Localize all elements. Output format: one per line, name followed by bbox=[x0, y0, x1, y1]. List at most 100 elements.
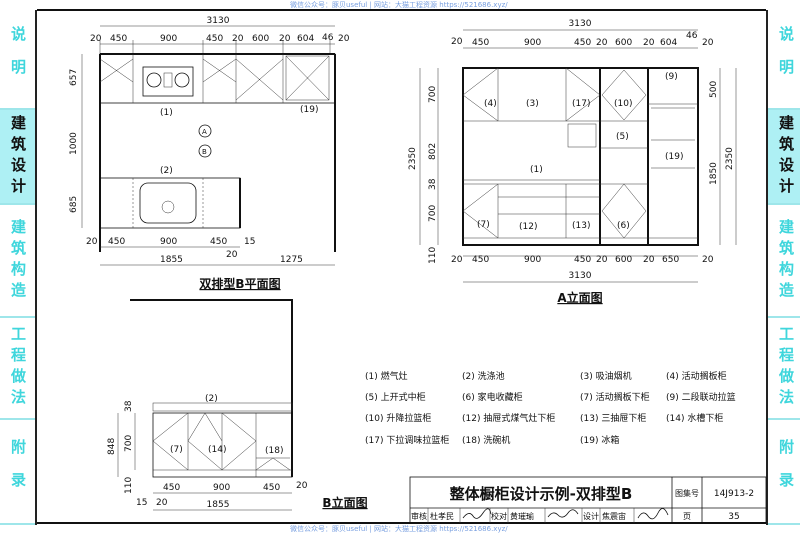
drawing-label: 20 bbox=[90, 34, 102, 44]
watermark-top: 微信公众号：豚贝useful | 网站：大猫工程资源 https://52168… bbox=[290, 1, 508, 9]
drawing-label: 1275 bbox=[280, 255, 303, 265]
tab-jianzhu-gouzao[interactable]: 建筑构造 bbox=[0, 205, 35, 318]
drawing-label: B bbox=[202, 148, 207, 156]
drawing-label: (6) bbox=[617, 221, 630, 231]
plan-label-1: (1) bbox=[160, 108, 173, 118]
drawing-label: 焦震宙 bbox=[602, 511, 626, 521]
drawing-label: 20 bbox=[451, 37, 463, 47]
drawing-label: 600 bbox=[615, 255, 632, 265]
drawing-label: 2350 bbox=[725, 147, 735, 170]
drawing-label: 1855 bbox=[207, 500, 230, 510]
tab-label: 建筑构造 bbox=[9, 218, 27, 303]
drawing-label: 802 bbox=[428, 143, 438, 160]
drawing-label: 1000 bbox=[69, 132, 79, 155]
drawing-label: 设计 bbox=[583, 511, 599, 521]
plan-view: 3130 20 450 900 450 20 600 20 604 46 20 bbox=[69, 16, 350, 291]
tab-label: 建筑设计 bbox=[9, 114, 27, 199]
drawing-label: 黄璀瑜 bbox=[510, 511, 534, 521]
drawing-label: (3) bbox=[526, 99, 539, 109]
tab-shuoming-right[interactable]: 说明 bbox=[768, 10, 800, 110]
title-block: 整体橱柜设计示例-双排型B 图集号 14J913-2 页 35 审核 杜孝民 校… bbox=[409, 476, 767, 524]
tab-fulu-right[interactable]: 附录 bbox=[768, 420, 800, 525]
plan-top-dims: 20 450 900 450 20 600 20 604 46 20 bbox=[90, 33, 350, 44]
tab-label: 附录 bbox=[9, 438, 27, 505]
drawing-label: (10) bbox=[614, 99, 632, 109]
drawing-label: 685 bbox=[69, 196, 79, 213]
drawing-label: 20 bbox=[643, 38, 655, 48]
drawing-label: (12) bbox=[519, 222, 537, 232]
drawing-label: 900 bbox=[213, 483, 230, 493]
drawing-label: (1) bbox=[530, 165, 543, 175]
watermark-bottom: 微信公众号：豚贝useful | 网站：大猫工程资源 https://52168… bbox=[290, 525, 508, 533]
tab-label: 说明 bbox=[9, 26, 27, 92]
drawing-label: (17) bbox=[572, 99, 590, 109]
drawing-label: (5) bbox=[616, 132, 629, 142]
checker-signature bbox=[547, 509, 579, 518]
drawing-label: 900 bbox=[160, 237, 177, 247]
drawing-label: 600 bbox=[252, 34, 269, 44]
legend-item: (1) 燃气灶 bbox=[365, 370, 408, 382]
tab-gongcheng-zuofa-right[interactable]: 工程做法 bbox=[768, 318, 800, 420]
drawing-label: (14) bbox=[208, 445, 226, 455]
tab-jianzhu-sheji-right[interactable]: 建筑设计 bbox=[768, 110, 800, 205]
drawing-label: 700 bbox=[124, 435, 134, 452]
drawing-label: 20 bbox=[338, 34, 350, 44]
drawing-label: 450 bbox=[472, 255, 489, 265]
tab-fulu[interactable]: 附录 bbox=[0, 420, 35, 525]
elevation-a: 3130 20 450 900 450 20 600 20 604 46 20 bbox=[408, 19, 737, 305]
drawing-label: 450 bbox=[163, 483, 180, 493]
drawing-label: 500 bbox=[709, 81, 719, 98]
drawing-label: 杜孝民 bbox=[430, 511, 454, 521]
tab-label: 工程做法 bbox=[9, 326, 27, 410]
drawing-label: 页 bbox=[683, 512, 691, 521]
drawing-label: 46 bbox=[322, 33, 334, 43]
legend-item: (6) 家电收藏柜 bbox=[462, 391, 523, 403]
drawing-label: 20 bbox=[451, 255, 463, 265]
drawing-label: 450 bbox=[263, 483, 280, 493]
legend-item: (13) 三抽屉下柜 bbox=[580, 412, 646, 424]
drawing-label: 110 bbox=[124, 477, 134, 494]
drawing-label: 3130 bbox=[569, 19, 592, 29]
tab-shuoming[interactable]: 说明 bbox=[0, 10, 35, 110]
drawing-label: 20 bbox=[702, 255, 714, 265]
elevation-a-title: A立面图 bbox=[557, 290, 602, 305]
drawing-label: (19) bbox=[665, 152, 683, 162]
side-tabs-right: 说明 建筑设计 建筑构造 工程做法 附录 bbox=[766, 10, 800, 525]
drawing-label: 20 bbox=[596, 38, 608, 48]
elevation-b: (2) (7) (14) (18) 38 700 848 110 450 900… bbox=[107, 299, 368, 511]
drawing-label: 450 bbox=[110, 34, 127, 44]
legend-item: (19) 冰箱 bbox=[580, 434, 619, 446]
drawing-label: 图集号 bbox=[675, 488, 699, 498]
legend-item: (14) 水槽下柜 bbox=[666, 412, 723, 424]
drawing-label: 20 bbox=[596, 255, 608, 265]
drawing-label: 20 bbox=[296, 481, 308, 491]
plan-dim-total: 3130 bbox=[207, 16, 230, 26]
drawing-label: 110 bbox=[428, 247, 438, 264]
drawing-label: (7) bbox=[170, 445, 183, 455]
drawing-label: 450 bbox=[574, 38, 591, 48]
tab-label: 工程做法 bbox=[777, 326, 795, 410]
drawing-label: 450 bbox=[108, 237, 125, 247]
drawing-label: 604 bbox=[297, 34, 314, 44]
legend-item: (5) 上开式中柜 bbox=[365, 391, 426, 403]
drawing-label: 450 bbox=[574, 255, 591, 265]
tab-jianzhu-gouzao-right[interactable]: 建筑构造 bbox=[768, 205, 800, 318]
legend-item: (4) 活动搁板柜 bbox=[666, 370, 727, 382]
drawing-label: 2350 bbox=[408, 147, 418, 170]
legend-item: (2) 洗涤池 bbox=[462, 370, 505, 382]
drawing-label: 900 bbox=[160, 34, 177, 44]
drawing-label: (13) bbox=[572, 221, 590, 231]
legend-item: (9) 二段联动拉篮 bbox=[666, 391, 736, 403]
atlas-number: 14J913-2 bbox=[714, 489, 754, 499]
drawing-title: 整体橱柜设计示例-双排型B bbox=[450, 485, 633, 503]
view-marker-a bbox=[198, 124, 212, 138]
plan-title: 双排型B平面图 bbox=[199, 276, 280, 291]
tab-gongcheng-zuofa[interactable]: 工程做法 bbox=[0, 318, 35, 420]
drawing-label: 700 bbox=[428, 205, 438, 222]
drawing-label: (7) bbox=[477, 220, 490, 230]
plan-label-2: (2) bbox=[160, 166, 173, 176]
tab-jianzhu-sheji[interactable]: 建筑设计 bbox=[0, 110, 35, 205]
drawing-label: 审核 bbox=[411, 511, 427, 521]
drawing-label: 20 bbox=[86, 237, 98, 247]
